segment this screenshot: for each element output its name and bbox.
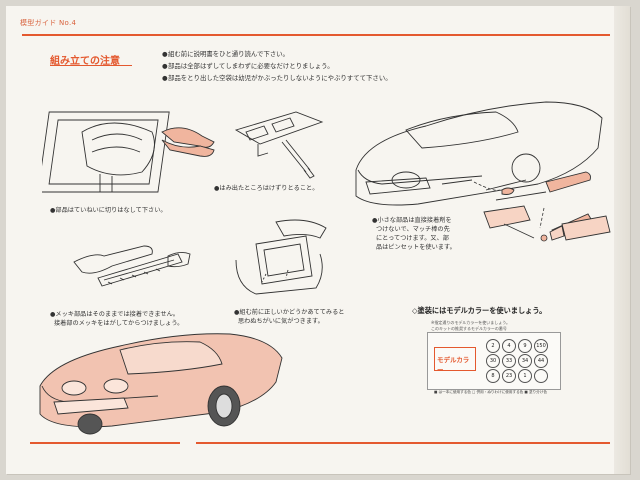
paint-title: ◇塗装にはモデルカラーを使いましょう。: [412, 306, 547, 315]
sanding-illustration: [73, 245, 191, 287]
paint-legend: ■ は一本に使用する色 □ 併用・ぬりわけに使用する色 ■ 塗り分け色: [434, 390, 547, 394]
page-crease: [614, 6, 630, 474]
paint-number: 150: [534, 339, 548, 353]
sprue-cutting-illustration: [42, 111, 215, 193]
paint-number: 2: [486, 339, 500, 353]
paint-number: 23: [502, 369, 516, 383]
footer-rule-left: [30, 442, 180, 444]
paint-number: 4: [502, 339, 516, 353]
paint-number: 1: [518, 369, 532, 383]
paint-number: 9: [518, 339, 532, 353]
section-title: 組み立ての注意: [50, 56, 120, 67]
caption-test-fit: ●組む前に正しいかどうかあててみると 思わぬちがいに気がつきます。: [234, 309, 345, 325]
paint-number: 30: [486, 354, 500, 368]
paint-sub-2: このキットの推奨するモデルカラーの番号: [431, 326, 507, 331]
intro-note-3: ●部品をとり出した空袋は幼児がかぶったりしないようにやぶりすてて下さい。: [162, 74, 392, 82]
page-header: 模型ガイド No.4: [20, 19, 77, 27]
section-underline: [50, 65, 132, 66]
manual-page: 模型ガイド No.4 組み立ての注意 ●組む前に説明書をひと通り読んで下さい。 …: [6, 6, 630, 474]
test-fit-illustration: [235, 219, 327, 295]
model-color-logo: モデルカラー: [434, 347, 476, 374]
intro-note-1: ●組む前に説明書をひと通り読んで下さい。: [162, 50, 289, 58]
header-rule: [22, 34, 610, 36]
caption-trim-excess: ●はみ出たところはけずりとること。: [214, 185, 319, 192]
caption-chrome-parts: ●メッキ部品はそのままでは接着できません。 接着部のメッキをはがしてからつけまし…: [50, 311, 184, 327]
footer-rule-right: [196, 442, 610, 444]
caption-small-parts: ●小さな部品は直接接着剤を つけないで、マッチ棒の先 にとってつけます。又、部 …: [372, 217, 456, 251]
paint-number: 8: [486, 369, 500, 383]
intro-note-2: ●部品は全部はずしてしまわずに必要なだけとりましょう。: [162, 62, 334, 70]
paint-color-box: モデルカラー 2 4 9 150 30 33 34 44 8 23 1: [427, 332, 561, 390]
corvette-illustration: [39, 333, 283, 435]
parts-trimming-illustration: [234, 111, 324, 179]
paint-number: [534, 369, 548, 383]
caption-cut-carefully: ●部品はていねいに切りはなして下さい。: [50, 207, 167, 214]
paint-sub-1: ※指定通りのモデルカラーを使いましょう。: [431, 320, 510, 325]
paint-number: 33: [502, 354, 516, 368]
paint-number: 44: [534, 354, 548, 368]
paint-number: 34: [518, 354, 532, 368]
glue-tube-illustration: [483, 205, 611, 242]
